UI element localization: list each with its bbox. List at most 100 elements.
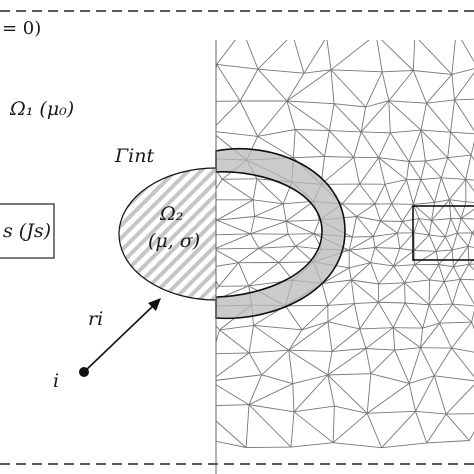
- mesh-edge: [252, 178, 258, 200]
- mesh-edge: [447, 132, 452, 158]
- mesh-edge: [295, 233, 315, 247]
- mesh-edge: [426, 440, 470, 444]
- mesh-edge: [412, 70, 427, 104]
- mesh-edge: [288, 349, 333, 352]
- mesh-edge: [327, 321, 333, 352]
- mesh-edge: [382, 70, 414, 73]
- mesh-edge: [216, 40, 236, 65]
- mesh-edge: [290, 442, 334, 448]
- mesh-edge: [216, 404, 250, 406]
- mesh-edge: [321, 267, 350, 284]
- mesh-edge: [451, 321, 472, 349]
- domain-2-name-label: Ω₂: [160, 203, 184, 225]
- mesh-edge: [290, 411, 295, 448]
- mesh-edge: [456, 218, 462, 234]
- mesh-edge: [422, 304, 430, 329]
- mesh-edge: [216, 219, 251, 235]
- mesh-edge: [425, 160, 442, 179]
- mesh-edge: [465, 201, 474, 203]
- mesh-edge: [288, 350, 294, 384]
- radius-vector: [83, 304, 155, 373]
- mesh-edge: [373, 232, 398, 237]
- mesh-edge: [261, 374, 293, 385]
- mesh-edge: [360, 100, 390, 133]
- mesh-edge: [285, 305, 303, 331]
- mesh-edge: [408, 160, 426, 162]
- mesh-edge: [301, 305, 329, 331]
- mesh-edge: [293, 411, 334, 444]
- mesh-edge: [288, 321, 329, 351]
- mesh-edge: [282, 203, 287, 222]
- radius-label: ri: [88, 308, 104, 330]
- mesh-edge: [449, 199, 466, 203]
- interface-label: Γint: [115, 145, 155, 167]
- mesh-edge: [378, 157, 410, 162]
- mesh-edge: [467, 232, 473, 247]
- mesh-edge: [330, 69, 383, 73]
- mesh-edge: [401, 221, 415, 234]
- mesh-edge: [257, 68, 305, 74]
- mesh-edge: [448, 199, 452, 219]
- domain-2-params-label: (μ, σ): [148, 230, 201, 252]
- mesh-edge: [243, 30, 293, 34]
- mesh-edge: [447, 154, 472, 159]
- mesh-edge: [288, 329, 303, 351]
- mesh-edge: [384, 179, 407, 185]
- mesh-edge: [435, 236, 446, 252]
- mesh-edge: [253, 199, 284, 205]
- mesh-edge: [389, 132, 410, 162]
- mesh-edge: [415, 31, 456, 36]
- mesh-edge: [445, 232, 458, 238]
- mesh-edge: [404, 282, 406, 304]
- mesh-edge: [350, 262, 371, 281]
- mesh-edge: [448, 199, 462, 219]
- mesh-edge: [428, 279, 431, 305]
- mesh-edge: [413, 234, 430, 251]
- mesh-edge: [435, 251, 440, 265]
- mesh-edge: [380, 220, 403, 222]
- mesh-edge: [465, 179, 474, 192]
- mesh-edge: [359, 327, 394, 330]
- point-label: i: [53, 370, 60, 392]
- mesh-edge: [352, 236, 374, 238]
- mesh-edge: [381, 442, 427, 449]
- mesh-edge: [443, 266, 454, 282]
- mesh-edge: [248, 383, 293, 406]
- mesh-edge: [378, 265, 395, 285]
- mesh-edge: [378, 157, 386, 185]
- mesh-edge: [438, 249, 453, 265]
- mesh-edge: [331, 328, 361, 352]
- mesh-edge: [451, 347, 474, 378]
- mesh-edge: [415, 410, 447, 415]
- mesh-edge: [460, 208, 474, 219]
- mesh-edge: [384, 184, 393, 205]
- mesh-edge: [326, 40, 332, 70]
- mesh-edge: [404, 264, 415, 284]
- mesh-edge: [414, 250, 437, 252]
- mesh-edge: [327, 348, 367, 376]
- mesh-edge: [353, 303, 361, 329]
- mesh-edge: [285, 220, 315, 235]
- mesh-edge: [354, 301, 379, 305]
- mesh-edge: [365, 100, 389, 108]
- mesh-edge: [294, 129, 325, 157]
- mesh-edge: [415, 411, 428, 444]
- mesh-edge: [392, 327, 421, 349]
- mesh-edge: [445, 236, 453, 251]
- mesh-edge: [420, 328, 424, 348]
- mesh-edge: [451, 347, 474, 353]
- mesh-edge: [258, 247, 280, 263]
- mesh-edge: [361, 131, 391, 134]
- mesh-edge: [199, 406, 215, 441]
- mesh-edge: [453, 246, 469, 267]
- mesh-edge: [351, 216, 358, 238]
- mesh-edge: [216, 262, 239, 267]
- mesh-edge: [405, 302, 430, 306]
- mesh-edge: [468, 258, 474, 265]
- mesh-edge: [443, 281, 453, 305]
- mesh-edge: [408, 161, 422, 180]
- mesh-edge: [447, 157, 467, 180]
- mesh-edge: [257, 100, 288, 137]
- mesh-edge: [450, 99, 455, 133]
- mesh-edge: [353, 157, 361, 185]
